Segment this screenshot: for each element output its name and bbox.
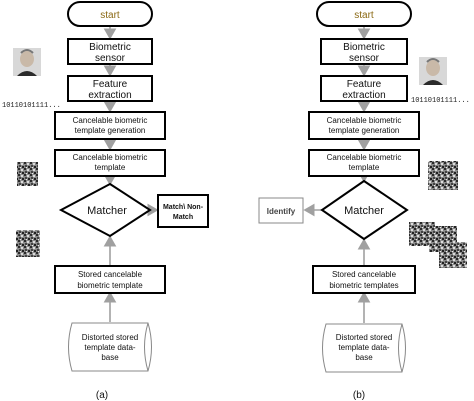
left-face-photo — [13, 48, 41, 76]
left-flowchart: start Biometric sensor Feature extractio… — [2, 1, 209, 401]
right-feature-extraction-box — [320, 75, 408, 102]
left-matcher-diamond — [58, 182, 152, 238]
left-stored-template-box — [54, 265, 166, 294]
left-start-terminal — [67, 1, 153, 27]
left-match-result-box — [157, 194, 209, 228]
right-database-line2: template data- — [338, 343, 389, 352]
left-database-line2: template data- — [84, 343, 135, 352]
right-sensor-line1: Biometric — [343, 42, 385, 53]
left-generation-line1: Cancelable biometric — [73, 116, 148, 125]
left-start-label: start — [100, 10, 120, 21]
right-matcher-diamond — [320, 179, 409, 241]
right-feature-line1: Feature — [347, 79, 382, 90]
left-feature-line1: Feature — [93, 79, 128, 90]
left-sensor-line1: Biometric — [89, 42, 131, 53]
left-binary-string: 10110101111... — [2, 102, 61, 110]
left-caption: (a) — [96, 390, 108, 401]
right-database-line3: base — [355, 353, 373, 362]
right-database-line1: Distorted stored — [336, 333, 392, 342]
right-binary-string: 10110101111... — [411, 97, 470, 105]
left-generation-box — [54, 111, 166, 140]
left-template-line2: template — [95, 163, 126, 172]
right-sensor-line2: sensor — [349, 53, 380, 64]
right-identify-box — [258, 197, 304, 224]
right-stored-line2: biometric templates — [329, 281, 398, 290]
right-matcher-label: Matcher — [344, 205, 384, 217]
right-generation-line1: Cancelable biometric — [327, 116, 402, 125]
right-generation-line2: template generation — [329, 126, 400, 135]
right-template-line2: template — [349, 163, 380, 172]
right-template-box — [308, 149, 420, 177]
right-start-label: start — [354, 10, 374, 21]
right-biometric-sensor-box — [320, 38, 408, 65]
right-identify-label: Identify — [267, 207, 296, 216]
left-database-line3: base — [101, 353, 119, 362]
right-generation-box — [308, 111, 420, 140]
left-stored-line1: Stored cancelable — [78, 270, 143, 279]
right-start-terminal — [316, 1, 412, 27]
left-generation-line2: template generation — [75, 126, 146, 135]
right-flowchart: start Biometric sensor Feature extractio… — [258, 1, 470, 401]
left-cancelable-pattern-1 — [17, 162, 38, 186]
right-face-photo — [419, 57, 447, 85]
right-stored-line1: Stored cancelable — [332, 270, 397, 279]
right-template-line1: Cancelable biometric — [327, 153, 402, 162]
left-matcher-label: Matcher — [87, 205, 127, 217]
left-template-box — [54, 149, 166, 177]
left-database-line1: Distorted stored — [82, 333, 138, 342]
right-feature-line2: extraction — [342, 90, 385, 101]
right-stored-templates-box — [312, 265, 416, 294]
left-template-line1: Cancelable biometric — [73, 153, 148, 162]
left-cancelable-pattern-2 — [16, 230, 40, 257]
left-feature-line2: extraction — [88, 90, 131, 101]
left-feature-extraction-box — [67, 75, 153, 102]
right-stored-pattern-3 — [439, 242, 467, 268]
left-biometric-sensor-box — [67, 38, 153, 65]
left-sensor-line2: sensor — [95, 53, 126, 64]
left-stored-line2: biometric template — [77, 281, 143, 290]
left-result-line1: Match\ Non- — [163, 204, 204, 211]
left-result-line2: Match — [173, 214, 193, 221]
right-cancelable-pattern — [428, 161, 458, 190]
right-caption: (b) — [353, 390, 365, 401]
